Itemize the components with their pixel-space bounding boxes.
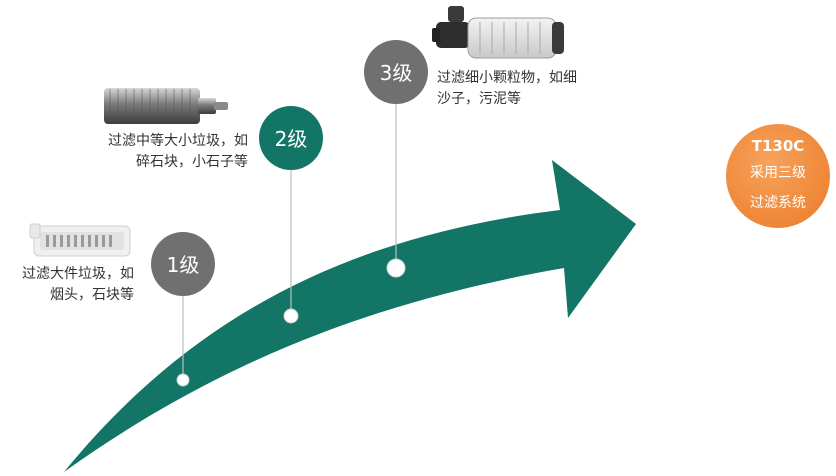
progress-arrow [64,160,636,472]
level-label-3: 3级 [380,61,413,85]
basket-filter-icon [29,223,131,257]
stage-description-2-line-1: 过滤中等大小垃圾，如 [108,133,248,149]
stage-description-2-line-2: 碎石块，小石子等 [136,154,248,170]
badge-line-3: 过滤系统 [750,195,806,211]
stage-description-1-line-2: 烟头，石块等 [50,287,134,303]
product-model: T130C [751,137,805,155]
cylindrical-filter-icon [104,88,228,124]
stage-description-3-line-2: 沙子，污泥等 [437,91,521,107]
level-circle-1 [151,232,215,296]
stage-dot-3 [386,258,406,278]
level-label-1: 1级 [167,253,200,277]
product-badge: T130C 采用三级 过滤系统 [726,124,830,228]
clear-canister-filter-icon [432,6,564,59]
stage-dot-2 [283,308,299,324]
stage-description-2: 过滤中等大小垃圾，如 碎石块，小石子等 [84,131,248,173]
stage-description-1: 过滤大件垃圾，如 烟头，石块等 [4,264,134,306]
level-label-2: 2级 [275,127,308,151]
stage-dot-1 [176,373,190,387]
stage-description-3: 过滤细小颗粒物，如细 沙子，污泥等 [437,68,617,110]
stage-description-1-line-1: 过滤大件垃圾，如 [22,266,134,282]
level-circle-3 [364,40,428,104]
badge-line-2: 采用三级 [750,165,806,181]
stage-description-3-line-1: 过滤细小颗粒物，如细 [437,70,577,86]
level-circle-2 [259,106,323,170]
